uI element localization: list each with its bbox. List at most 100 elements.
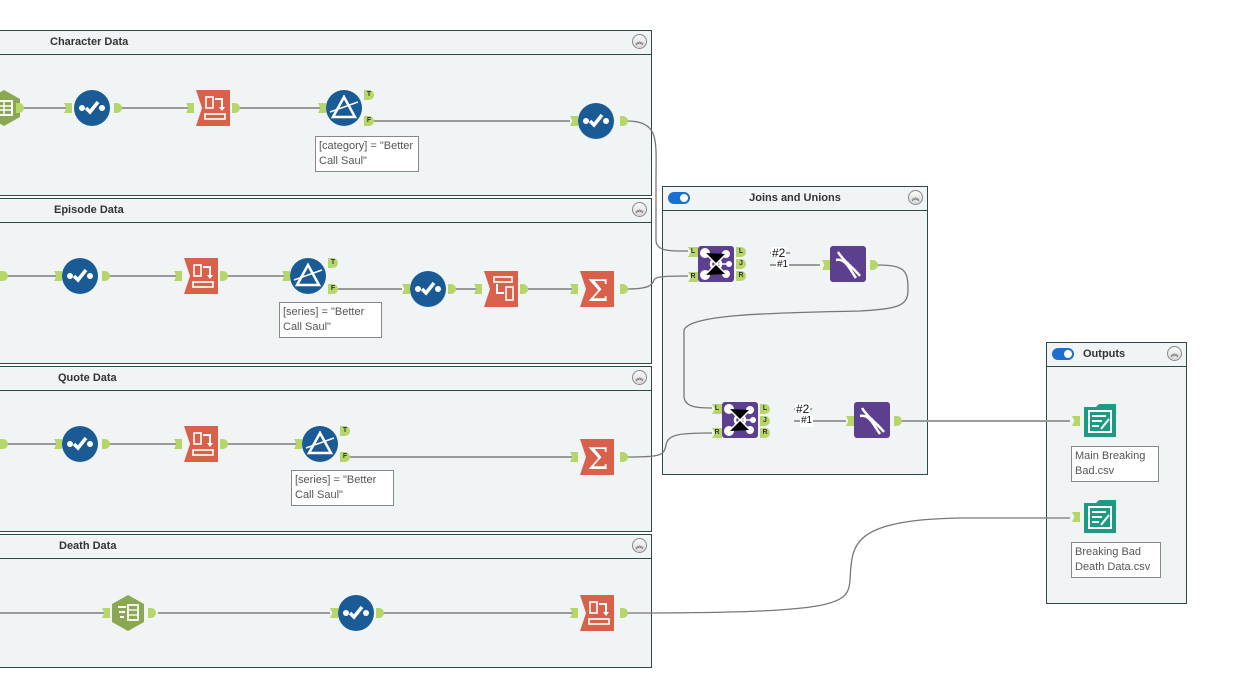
- select-check-icon: [62, 426, 98, 462]
- sort-tool[interactable]: [578, 595, 614, 631]
- output-anchor[interactable]: L: [736, 247, 746, 257]
- unique-tool[interactable]: [482, 271, 518, 307]
- select-tool[interactable]: [62, 258, 98, 294]
- filter-tool[interactable]: [302, 426, 338, 462]
- container-title: Joins and Unions: [749, 192, 841, 204]
- input-anchor[interactable]: [570, 284, 578, 294]
- sort-tool[interactable]: [182, 258, 218, 294]
- output-anchor[interactable]: [520, 284, 528, 294]
- input-anchor[interactable]: [1072, 416, 1080, 426]
- sort-tool[interactable]: [194, 90, 230, 126]
- output-anchor[interactable]: T: [340, 426, 350, 436]
- svg-text:Σ: Σ: [587, 274, 608, 307]
- select-tool[interactable]: [74, 90, 110, 126]
- input-anchor[interactable]: [54, 271, 62, 281]
- input-anchor[interactable]: [1072, 512, 1080, 522]
- input-anchor[interactable]: [570, 452, 578, 462]
- output-anchor[interactable]: R: [760, 428, 770, 438]
- input-anchor[interactable]: [846, 416, 854, 426]
- join-tool[interactable]: [698, 246, 734, 282]
- input-anchor[interactable]: [318, 103, 326, 113]
- output-anchor[interactable]: [448, 284, 456, 294]
- container-header[interactable]: Episode Data: [0, 199, 651, 223]
- output-anchor[interactable]: F: [328, 284, 338, 294]
- select-tool[interactable]: [578, 103, 614, 139]
- input-anchor[interactable]: [822, 260, 830, 270]
- container-header[interactable]: Death Data: [0, 535, 651, 559]
- input-anchor[interactable]: [102, 608, 110, 618]
- container-header[interactable]: Character Data: [0, 31, 651, 55]
- output-data-tool[interactable]: [1082, 499, 1118, 535]
- output-anchor[interactable]: [0, 439, 8, 449]
- container-enable-toggle[interactable]: [1052, 348, 1074, 360]
- text-input-tool[interactable]: [110, 595, 146, 631]
- input-data-tool[interactable]: [0, 90, 22, 126]
- collapse-button[interactable]: ︽: [632, 202, 647, 217]
- connection-label: #2: [771, 246, 787, 260]
- filter-tool[interactable]: [326, 90, 362, 126]
- collapse-button[interactable]: ︽: [908, 190, 923, 205]
- output-anchor[interactable]: [870, 260, 878, 270]
- container-enable-toggle[interactable]: [668, 192, 690, 204]
- select-tool[interactable]: [410, 271, 446, 307]
- union-tool[interactable]: [830, 246, 866, 282]
- input-anchor[interactable]: [54, 439, 62, 449]
- input-anchor[interactable]: [186, 103, 194, 113]
- connection-label: #2: [795, 402, 811, 416]
- output-anchor[interactable]: [148, 608, 156, 618]
- collapse-button[interactable]: ︽: [1167, 346, 1182, 361]
- select-tool[interactable]: [338, 595, 374, 631]
- input-anchor[interactable]: [402, 284, 410, 294]
- select-tool[interactable]: [62, 426, 98, 462]
- input-anchor[interactable]: [570, 608, 578, 618]
- collapse-button[interactable]: ︽: [632, 34, 647, 49]
- container-header[interactable]: Quote Data: [0, 367, 651, 391]
- union-tool[interactable]: [854, 402, 890, 438]
- input-anchor[interactable]: [294, 439, 302, 449]
- input-anchor[interactable]: R: [712, 428, 722, 438]
- input-anchor[interactable]: [174, 271, 182, 281]
- filter-tool[interactable]: [290, 258, 326, 294]
- input-anchor[interactable]: R: [688, 272, 698, 282]
- collapse-button[interactable]: ︽: [632, 370, 647, 385]
- output-anchor[interactable]: [114, 103, 122, 113]
- output-anchor[interactable]: J: [736, 259, 746, 269]
- output-anchor[interactable]: [376, 608, 384, 618]
- output-anchor[interactable]: [102, 271, 110, 281]
- input-anchor[interactable]: [330, 608, 338, 618]
- collapse-button[interactable]: ︽: [632, 538, 647, 553]
- output-anchor[interactable]: [232, 103, 240, 113]
- output-anchor[interactable]: [620, 608, 628, 618]
- output-anchor[interactable]: [16, 103, 24, 113]
- output-anchor[interactable]: [620, 116, 628, 126]
- input-anchor[interactable]: [64, 103, 72, 113]
- output-anchor[interactable]: F: [340, 452, 350, 462]
- join-tool[interactable]: [722, 402, 758, 438]
- summarize-tool[interactable]: Σ: [578, 439, 614, 477]
- sort-tool[interactable]: [182, 426, 218, 462]
- output-anchor[interactable]: [220, 271, 228, 281]
- output-anchor[interactable]: T: [364, 90, 374, 100]
- container-title: Outputs: [1083, 348, 1126, 360]
- output-anchor[interactable]: R: [736, 271, 746, 281]
- input-anchor[interactable]: L: [712, 404, 722, 414]
- input-anchor[interactable]: L: [688, 247, 698, 257]
- output-data-tool[interactable]: [1082, 403, 1118, 439]
- output-anchor[interactable]: [102, 439, 110, 449]
- input-anchor[interactable]: [570, 116, 578, 126]
- container-header[interactable]: Joins and Unions: [663, 187, 927, 211]
- output-anchor[interactable]: [620, 284, 628, 294]
- input-anchor[interactable]: [474, 284, 482, 294]
- input-anchor[interactable]: [174, 439, 182, 449]
- input-anchor[interactable]: [282, 271, 290, 281]
- output-anchor[interactable]: T: [328, 258, 338, 268]
- output-anchor[interactable]: [894, 416, 902, 426]
- summarize-tool[interactable]: Σ: [578, 271, 614, 309]
- container-header[interactable]: Outputs: [1047, 343, 1186, 367]
- output-anchor[interactable]: [220, 439, 228, 449]
- output-anchor[interactable]: L: [760, 404, 770, 414]
- output-anchor[interactable]: [0, 271, 8, 281]
- output-anchor[interactable]: [620, 452, 628, 462]
- output-anchor[interactable]: F: [364, 116, 374, 126]
- output-anchor[interactable]: J: [760, 416, 770, 426]
